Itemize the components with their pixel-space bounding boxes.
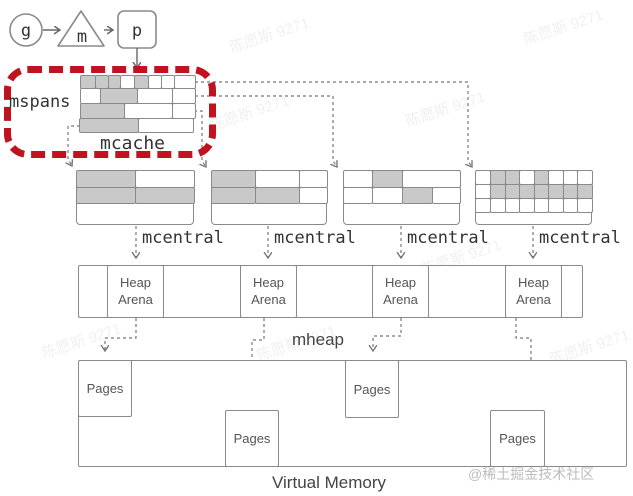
mcache-label: mcache — [100, 133, 166, 154]
machine-label: m — [77, 27, 87, 47]
mcentral-block-3 — [343, 170, 460, 225]
mcentral-label-4: mcentral — [539, 228, 621, 248]
pages-4-label: Pages — [499, 431, 536, 446]
heap-arena-2-label: Heap Arena — [251, 275, 286, 307]
mcentral-label-2: mcentral — [274, 228, 356, 248]
mcentral-label-1: mcentral — [142, 228, 224, 248]
heap-arena-4: Heap Arena — [505, 265, 562, 318]
pages-box-4: Pages — [490, 410, 545, 467]
credit-watermark: @稀土掘金技术社区 — [468, 466, 595, 482]
pages-3-label: Pages — [353, 381, 391, 397]
mcentral-label-3: mcentral — [407, 228, 489, 248]
virtual-memory-label: Virtual Memory — [272, 473, 386, 492]
mcentral-block-1 — [76, 170, 194, 225]
link-mcache-to-mcentral3 — [195, 95, 337, 167]
processor-label: p — [132, 21, 142, 41]
pages-1-label: Pages — [86, 381, 124, 396]
goroutine-circle — [9, 13, 43, 47]
link-mcache-to-mcentral1 — [68, 125, 80, 166]
mspans-label: mspans — [9, 92, 71, 112]
mcentral-block-4 — [475, 170, 592, 225]
heap-arena-3-label: Heap Arena — [383, 275, 418, 307]
heap-arena-4-label: Heap Arena — [516, 275, 551, 307]
link-arena1-to-pages1 — [105, 318, 137, 351]
mcache-highlight-box — [4, 66, 216, 158]
pages-2-label: Pages — [233, 431, 271, 446]
heap-arena-1: Heap Arena — [107, 265, 164, 318]
link-arena3-to-pages3 — [373, 318, 402, 351]
heap-arena-3: Heap Arena — [372, 265, 429, 318]
pages-box-1: Pages — [78, 360, 132, 417]
heap-arena-1-label: Heap Arena — [118, 275, 153, 307]
heap-arena-2: Heap Arena — [240, 265, 297, 318]
link-mcache-to-mcentral4 — [195, 81, 472, 167]
mheap-label: mheap — [292, 330, 344, 349]
pages-box-2: Pages — [225, 410, 279, 467]
pages-box-3: Pages — [345, 360, 399, 418]
goroutine-label: g — [21, 21, 31, 41]
mcentral-block-2 — [211, 170, 327, 225]
machine-triangle — [57, 10, 105, 47]
